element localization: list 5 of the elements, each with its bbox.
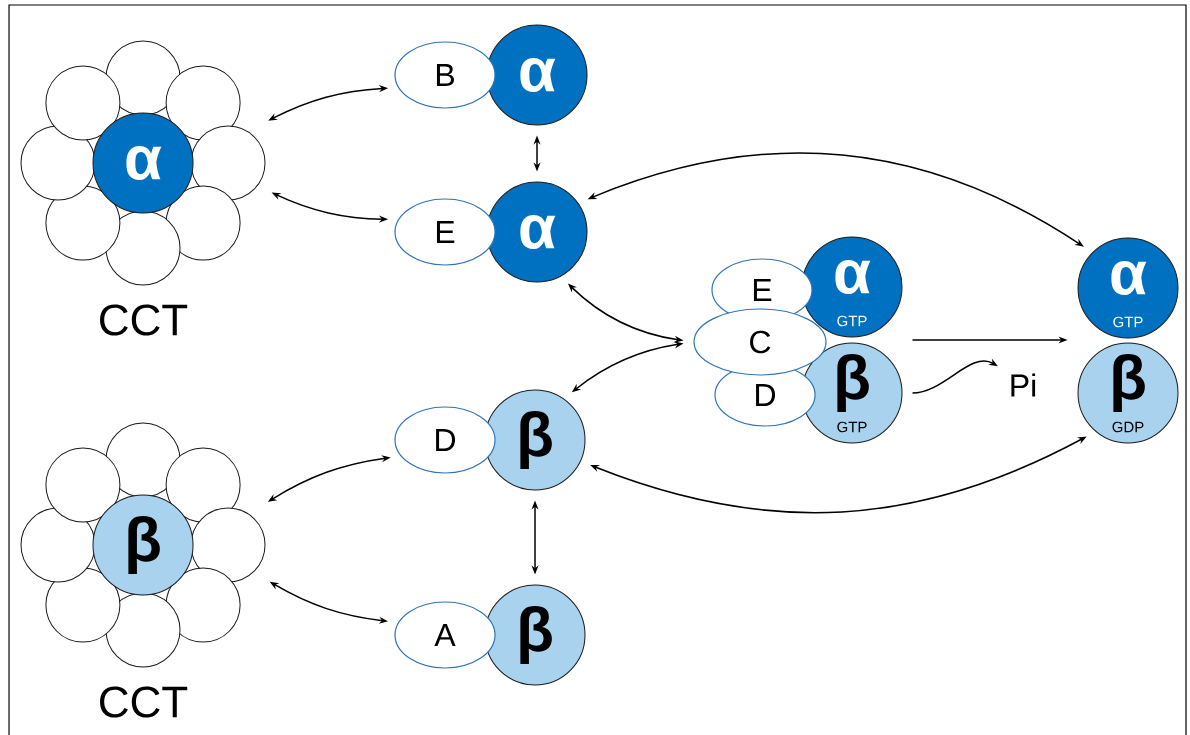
- complex-label: CCT: [100, 686, 188, 718]
- complex-label: CCT: [100, 304, 188, 336]
- ring-complex: β: [20, 422, 266, 668]
- product-label: Pi: [1011, 373, 1036, 397]
- ring-complex: α: [20, 40, 266, 286]
